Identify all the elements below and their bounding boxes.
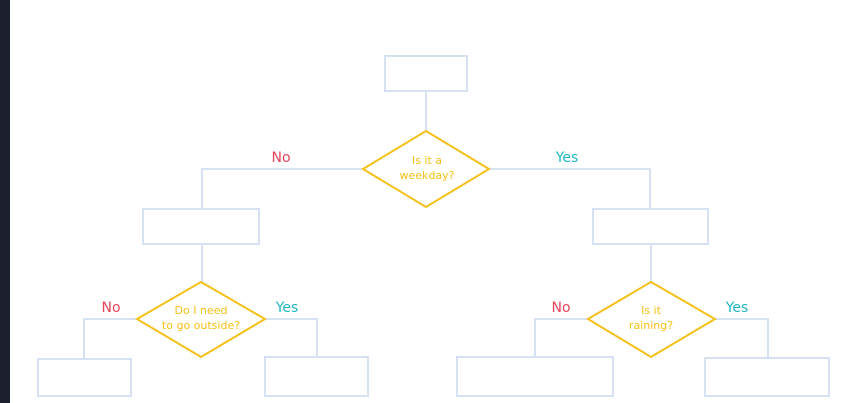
branch-label-top-yes: Yes xyxy=(555,150,579,166)
connector-weekday-yes xyxy=(489,168,651,209)
decision-weekday-line2: weekday? xyxy=(400,169,455,182)
connector-weekday-no xyxy=(201,168,363,209)
connector-outside-yes xyxy=(265,318,318,357)
top-box xyxy=(384,55,468,92)
decision-outside-line2: to go outside? xyxy=(162,319,240,332)
decision-weekday-line1: Is it a xyxy=(412,154,442,167)
decision-raining-line1: Is it xyxy=(641,304,662,317)
decision-raining-diamond xyxy=(586,280,717,359)
branch-label-top-no: No xyxy=(271,150,290,166)
branch-label-right-yes: Yes xyxy=(725,300,749,316)
left-sidebar xyxy=(0,0,10,403)
connector-raining-yes xyxy=(715,318,769,358)
decision-weekday-diamond xyxy=(361,129,491,209)
bottom-box-3 xyxy=(456,356,614,397)
left-mid-box xyxy=(142,208,260,245)
connector-raining-no xyxy=(534,318,588,357)
connector-outside-no xyxy=(83,318,137,359)
right-mid-box xyxy=(592,208,709,245)
decision-raining-line2: raining? xyxy=(629,319,673,332)
decision-outside-line1: Do I need xyxy=(175,304,228,317)
branch-label-left-no: No xyxy=(101,300,120,316)
decision-outside-diamond xyxy=(135,280,267,359)
bottom-box-2 xyxy=(264,356,369,397)
bottom-box-1 xyxy=(37,358,132,397)
bottom-box-4 xyxy=(704,357,830,397)
branch-label-left-yes: Yes xyxy=(275,300,299,316)
branch-label-right-no: No xyxy=(551,300,570,316)
